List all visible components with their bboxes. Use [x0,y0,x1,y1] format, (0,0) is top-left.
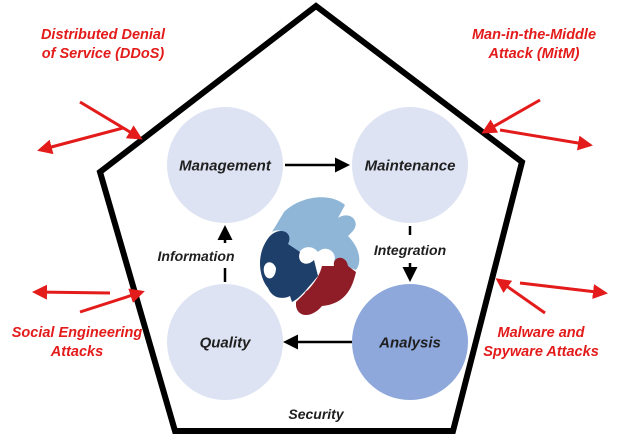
integration-label: Integration [373,242,447,258]
ddos-attack-arrow [37,100,143,155]
ddos-label-line-1: Distributed Denial [40,27,166,43]
management-label: Management [179,157,271,175]
malware-label-line-1: Malware and [497,325,585,341]
malware-attack-arrow [495,278,608,315]
analysis-label: Analysis [379,334,441,352]
ddos-attack-label: Distributed Denial of Service (DDoS) [18,26,188,64]
mitm-attack-arrow [481,98,593,151]
mitm-label-line-1: Man-in-the-Middle [471,27,597,43]
social-engineering-attack-arrow [32,284,145,314]
social-label-line-2: Attacks [50,344,104,360]
mitm-attack-label: Man-in-the-Middle Attack (MitM) [449,26,619,64]
mitm-label-line-2: Attack (MitM) [488,46,580,62]
quality-circle [167,284,283,400]
maintenance-label: Maintenance [364,157,456,175]
quality-label: Quality [199,334,251,352]
information-label: Information [157,248,235,264]
social-engineering-attack-label: Social Engineering Attacks [0,324,162,362]
analysis-circle [352,284,468,400]
malware-attack-label: Malware and Spyware Attacks [456,324,626,362]
malware-label-line-2: Spyware Attacks [483,344,599,360]
maintenance-circle [352,107,468,223]
management-circle [167,107,283,223]
puzzle-icon [260,197,360,315]
social-label-line-1: Social Engineering [11,325,143,341]
ddos-label-line-2: of Service (DDoS) [41,46,165,62]
security-label: Security [288,406,344,422]
